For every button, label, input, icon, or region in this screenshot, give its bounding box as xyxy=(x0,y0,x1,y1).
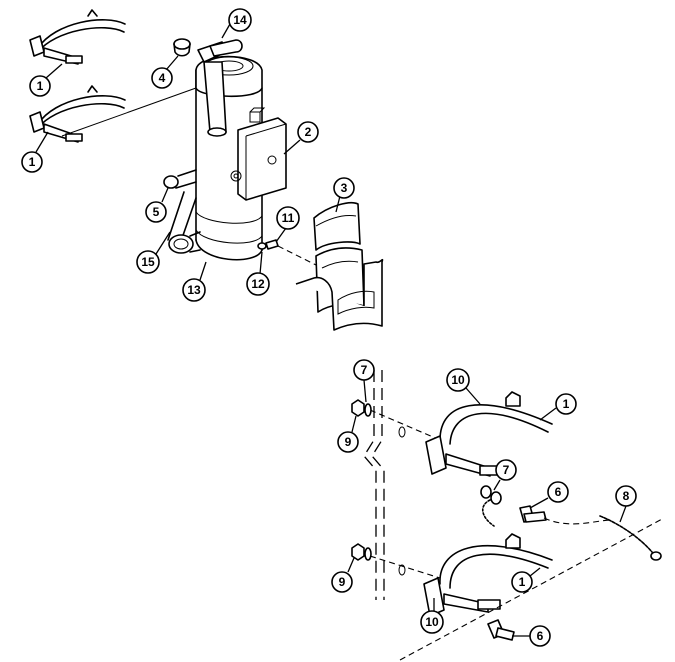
callout-13: 13 xyxy=(182,261,207,302)
svg-text:6: 6 xyxy=(555,485,562,499)
nut-and-washer-upper xyxy=(351,399,372,417)
callout-8: 8 xyxy=(615,485,637,523)
clamp-lower-right-lower xyxy=(423,533,553,617)
callout-12: 12 xyxy=(246,251,270,296)
cap-4 xyxy=(173,38,191,57)
svg-text:4: 4 xyxy=(159,71,166,85)
callout-7-lower: 7 xyxy=(493,459,517,491)
svg-text:11: 11 xyxy=(282,211,295,225)
screw-12-and-washer-11 xyxy=(257,239,319,267)
svg-text:13: 13 xyxy=(187,283,201,297)
callout-5: 5 xyxy=(145,187,169,223)
callout-1-second: 1 xyxy=(21,131,49,173)
callout-7-upper: 7 xyxy=(353,359,375,403)
callout-6-lower: 6 xyxy=(512,625,551,647)
svg-text:9: 9 xyxy=(339,575,346,589)
mounting-bracket-dashed xyxy=(363,370,441,600)
callout-9-lower: 9 xyxy=(331,557,355,593)
callout-9-upper: 9 xyxy=(337,415,359,453)
callout-2: 2 xyxy=(283,121,319,155)
svg-text:1: 1 xyxy=(563,397,570,411)
svg-text:10: 10 xyxy=(425,615,439,629)
svg-text:5: 5 xyxy=(153,205,160,219)
svg-text:9: 9 xyxy=(345,435,352,449)
svg-text:14: 14 xyxy=(233,13,247,27)
clamp-top xyxy=(29,9,126,65)
svg-text:3: 3 xyxy=(341,181,348,195)
shroud-3 xyxy=(295,202,384,331)
callout-11: 11 xyxy=(275,206,300,243)
svg-text:15: 15 xyxy=(141,255,155,269)
svg-text:7: 7 xyxy=(503,463,510,477)
svg-text:2: 2 xyxy=(305,125,312,139)
exhaust-tube-14 xyxy=(197,39,243,137)
callout-10-upper: 10 xyxy=(446,368,481,405)
svg-text:1: 1 xyxy=(37,79,44,93)
callout-1-top: 1 xyxy=(29,63,63,97)
callout-10-lower: 10 xyxy=(420,598,444,634)
cap-5 xyxy=(163,169,197,189)
clamp-lower-right-upper xyxy=(425,391,553,477)
control-box-2 xyxy=(230,107,287,201)
callout-4: 4 xyxy=(151,55,179,89)
nut-and-washer-lower xyxy=(351,543,372,561)
assembly-line-clamp-to-heater xyxy=(61,87,197,137)
svg-text:1: 1 xyxy=(519,575,526,589)
callout-6-upper: 6 xyxy=(529,481,569,509)
callout-1-right-upper: 1 xyxy=(539,393,577,421)
svg-text:7: 7 xyxy=(361,363,368,377)
svg-text:8: 8 xyxy=(623,489,630,503)
callout-15: 15 xyxy=(136,231,171,274)
svg-text:12: 12 xyxy=(251,277,265,291)
callout-3: 3 xyxy=(333,177,355,213)
ground-strap-and-bolts xyxy=(480,485,662,641)
svg-text:1: 1 xyxy=(29,155,36,169)
callout-14: 14 xyxy=(221,8,252,39)
svg-text:10: 10 xyxy=(451,373,465,387)
outlet-port-13 xyxy=(168,231,201,254)
svg-text:6: 6 xyxy=(537,629,544,643)
callout-1-right-lower: 1 xyxy=(511,567,541,593)
clamp-second xyxy=(29,85,126,143)
